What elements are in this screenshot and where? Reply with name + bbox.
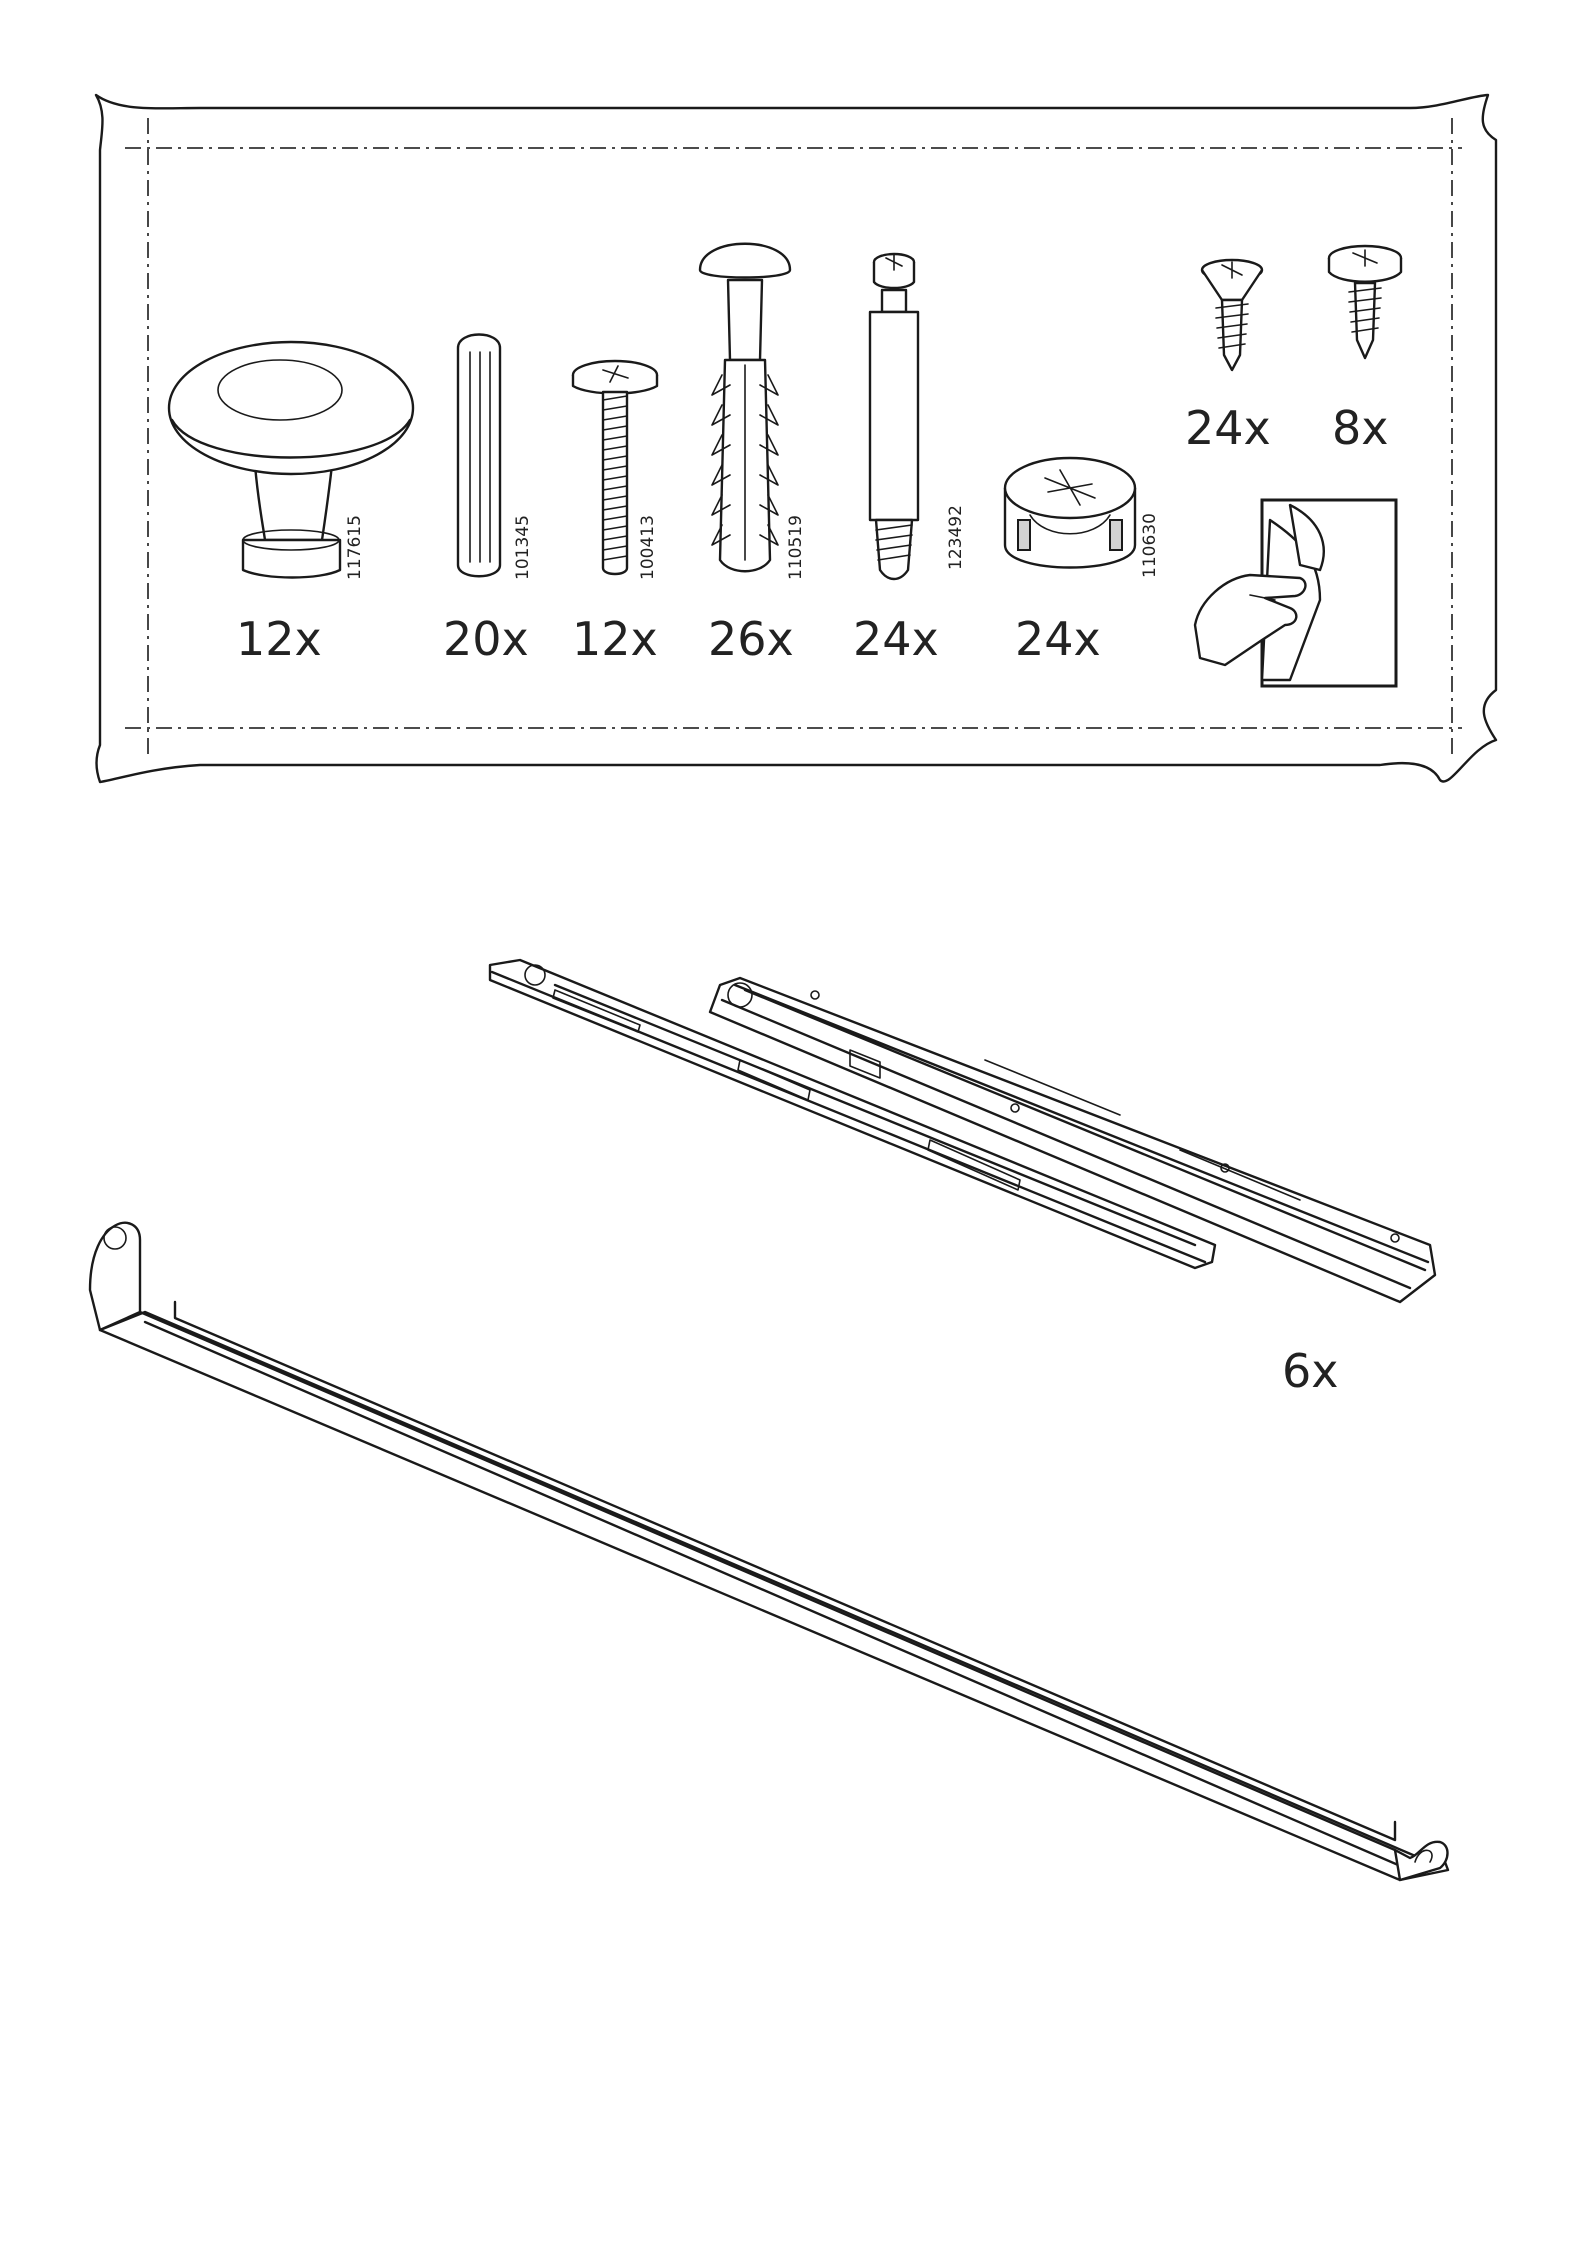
knob-article-number: 117615 xyxy=(347,515,364,580)
cam-bolt-article-number: 123492 xyxy=(948,505,965,570)
knob-icon xyxy=(169,342,413,578)
wooden-dowel-quantity: 20x xyxy=(443,616,529,662)
cam-lock-quantity: 24x xyxy=(1015,616,1101,662)
long-rail-icon xyxy=(90,1223,1448,1880)
wooden-dowel-icon xyxy=(458,335,500,577)
wooden-dowel-article-number: 101345 xyxy=(515,515,532,580)
cam-lock-icon xyxy=(1005,458,1135,568)
plastic-plug-article-number: 110519 xyxy=(788,515,805,580)
flat-head-screw-quantity: 24x xyxy=(1185,405,1271,451)
cam-bolt-quantity: 24x xyxy=(853,616,939,662)
peel-sticker-icon xyxy=(1195,500,1396,686)
flat-head-screw-icon xyxy=(1202,260,1262,370)
machine-screw-article-number: 100413 xyxy=(640,515,657,580)
drawer-runner-quantity: 6x xyxy=(1282,1348,1339,1394)
plastic-plug-quantity: 26x xyxy=(708,616,794,662)
pan-head-screw-icon xyxy=(1329,246,1401,358)
knob-quantity: 12x xyxy=(236,616,322,662)
machine-screw-quantity: 12x xyxy=(572,616,658,662)
plastic-plug-icon xyxy=(700,244,790,572)
pan-head-screw-quantity: 8x xyxy=(1332,405,1389,451)
cam-bolt-icon xyxy=(870,254,918,579)
drawer-runner-icon xyxy=(490,960,1435,1302)
cam-lock-article-number: 110630 xyxy=(1142,513,1159,578)
